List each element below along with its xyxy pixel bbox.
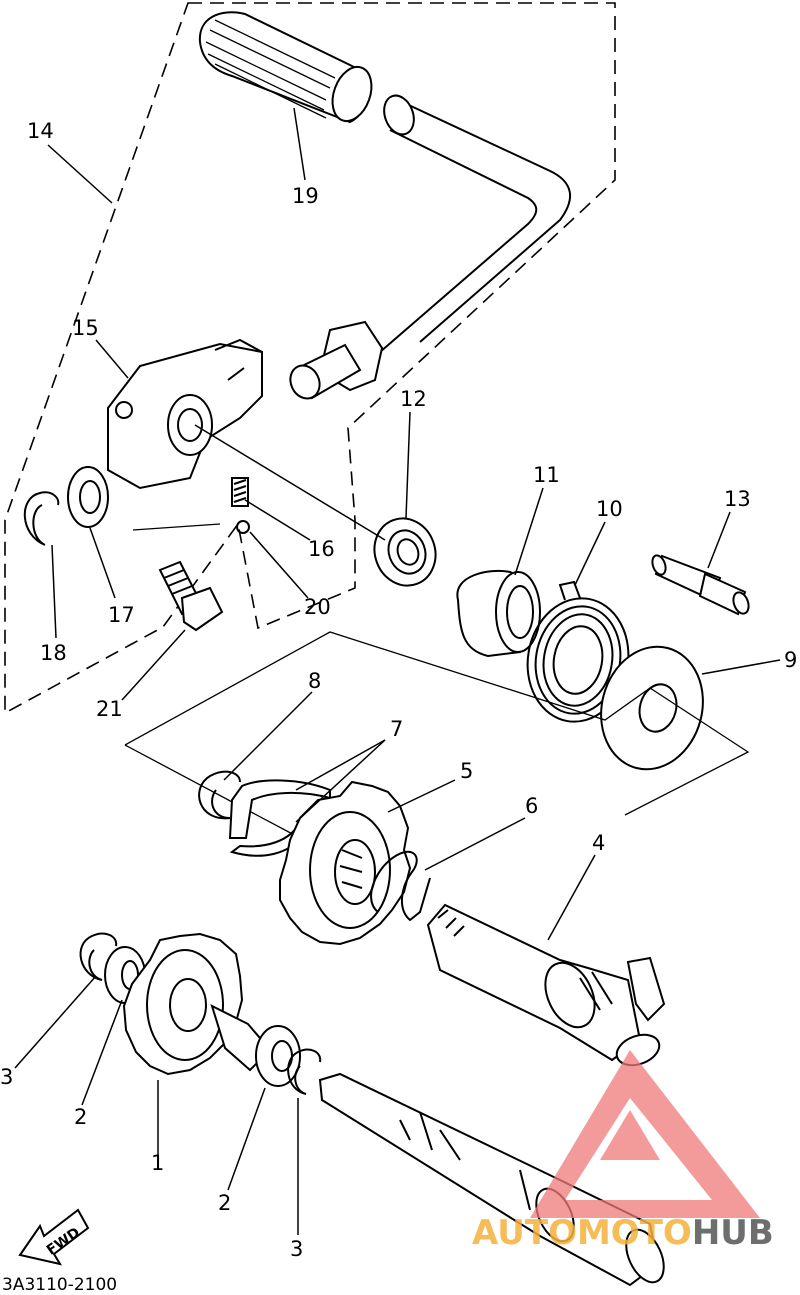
callout-12: 12 [400, 387, 427, 411]
circlip-18 [23, 491, 60, 546]
circlip-8 [198, 770, 241, 820]
callout-14: 14 [27, 119, 54, 143]
callout-8: 8 [308, 669, 321, 693]
watermark-text: AUTOMOTOHUB [472, 1213, 774, 1253]
callout-20: 20 [304, 595, 331, 619]
callout-9: 9 [784, 648, 797, 672]
bolt-21 [158, 560, 224, 632]
callout-1: 1 [151, 1151, 164, 1175]
callout-15: 15 [72, 316, 99, 340]
callout-10: 10 [596, 497, 623, 521]
kick-idle-gear-1 [122, 932, 272, 1076]
callout-3-right: 3 [290, 1237, 303, 1261]
callout-5: 5 [460, 759, 473, 783]
kick-shaft-group-outline [124, 631, 750, 839]
circlip-3-right [287, 1048, 322, 1095]
kick-crank-arm [289, 94, 572, 400]
callout-6: 6 [525, 794, 538, 818]
oil-seal-12 [373, 517, 437, 587]
kick-pedal-rubber [198, 11, 373, 124]
bolt-group-outline [132, 523, 221, 531]
kick-axle-4 [426, 903, 666, 1067]
callout-16: 16 [308, 537, 335, 561]
watermark-logo [530, 1050, 760, 1218]
leader-lines [14, 107, 781, 1235]
callout-4: 4 [592, 831, 605, 855]
callout-17: 17 [108, 603, 135, 627]
kick-gear-5 [279, 780, 412, 946]
spring-guide-11 [456, 569, 541, 658]
fwd-arrow-icon: FWD [18, 1208, 90, 1266]
kick-boss [107, 338, 263, 490]
washer-17 [67, 466, 109, 528]
callout-7: 7 [390, 717, 403, 741]
callout-11: 11 [533, 463, 560, 487]
callout-13: 13 [724, 487, 751, 511]
kick-assembly-boundary [4, 2, 616, 715]
callout-3-left: 3 [0, 1065, 13, 1089]
washer-9 [600, 645, 704, 771]
callout-18: 18 [40, 641, 67, 665]
callout-2-right: 2 [218, 1191, 231, 1215]
diagram-code: 3A3110-2100 [2, 1275, 117, 1295]
ball [236, 520, 250, 534]
spring-clip-6 [370, 850, 431, 922]
pin-13 [651, 554, 750, 616]
callout-2-left: 2 [74, 1105, 87, 1129]
circlip-3-left [79, 932, 118, 981]
callout-21: 21 [96, 697, 123, 721]
spring [231, 477, 249, 507]
callout-19: 19 [292, 184, 319, 208]
